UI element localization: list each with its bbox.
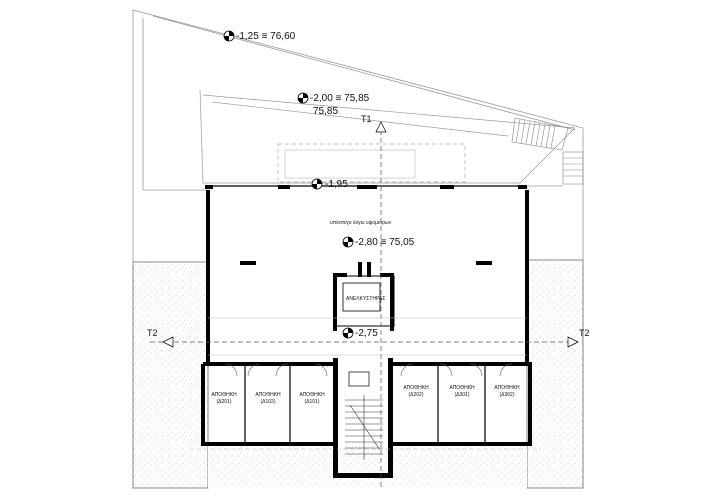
level-marker-top: -1,25 ≡ 76,60 xyxy=(223,30,296,42)
level-marker-upper: -2,00 ≡ 75,85 75,85 xyxy=(297,92,370,117)
svg-text:T1: T1 xyxy=(361,114,372,124)
svg-text:75,85: 75,85 xyxy=(313,106,338,117)
storage-room-labels: ΑΠΟΘΗΚΗ (Δ201) ΑΠΟΘΗΚΗ (Δ102) ΑΠΟΘΗΚΗ (Δ… xyxy=(211,385,520,405)
elevator-core xyxy=(333,262,395,331)
storage-name: ΑΠΟΘΗΚΗ xyxy=(403,385,429,391)
stair-core xyxy=(333,358,393,478)
storage-code: (Δ102) xyxy=(260,399,275,405)
section-lines xyxy=(150,122,578,488)
wall-stubs xyxy=(205,185,527,265)
storage-code: (Δ301) xyxy=(454,392,469,398)
level-marker-lower: -2,75 xyxy=(342,327,378,339)
basement-walls xyxy=(201,185,532,446)
storage-name: ΑΠΟΘΗΚΗ xyxy=(299,392,325,398)
storage-partitions xyxy=(244,364,486,444)
storage-code: (Δ302) xyxy=(499,392,514,398)
terrace-outline xyxy=(277,143,466,183)
upper-terrace xyxy=(199,89,576,184)
section-marker-t1: T1 xyxy=(361,114,387,133)
ground-hatch xyxy=(132,259,584,489)
parking-label: υπόστεγο λόγω υψομέτρων xyxy=(330,219,392,226)
level-marker-ramp: -1,95 xyxy=(311,178,348,190)
storage-name: ΑΠΟΘΗΚΗ xyxy=(255,392,281,398)
elevator-label: ΑΝΕΛΚΥΣΤΗΡΑΣ xyxy=(346,296,385,302)
storage-doors xyxy=(224,363,513,377)
pool-outline xyxy=(284,149,416,179)
section-marker-t2-right: T2 xyxy=(567,328,590,348)
storage-name: ΑΠΟΘΗΚΗ xyxy=(494,385,520,391)
storage-name: ΑΠΟΘΗΚΗ xyxy=(449,385,475,391)
storage-code: (Δ101) xyxy=(304,399,319,405)
section-marker-t2-left: T2 xyxy=(147,328,174,348)
storage-code: (Δ201) xyxy=(216,399,231,405)
storage-name: ΑΠΟΘΗΚΗ xyxy=(211,392,237,398)
level-marker-basement: -2,80 ≡ 75,05 xyxy=(342,236,415,248)
svg-text:-1,95: -1,95 xyxy=(325,179,348,190)
svg-text:-2,80 ≡ 75,05: -2,80 ≡ 75,05 xyxy=(355,237,415,248)
svg-text:T2: T2 xyxy=(147,328,158,338)
svg-text:-1,25 ≡ 76,60: -1,25 ≡ 76,60 xyxy=(236,31,296,42)
svg-text:T2: T2 xyxy=(579,328,590,338)
exterior-stair xyxy=(511,117,584,185)
storage-code: (Δ202) xyxy=(408,392,423,398)
svg-text:-2,75: -2,75 xyxy=(355,328,378,339)
site-outline xyxy=(132,9,584,262)
svg-text:-2,00 ≡ 75,85: -2,00 ≡ 75,85 xyxy=(310,93,370,104)
ceiling-lines xyxy=(190,317,540,450)
